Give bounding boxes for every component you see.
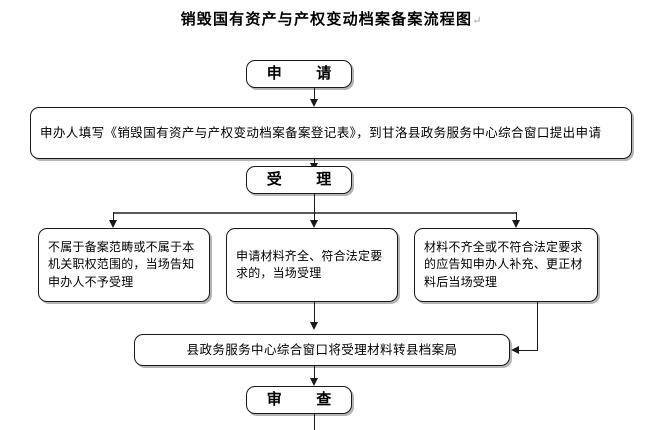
page-title-return-mark: ↵: [472, 14, 482, 27]
connector-right-elbow-arrow: [511, 346, 519, 354]
node-transfer[interactable]: 县政务服务中心综合窗口将受理材料转县档案局: [134, 334, 510, 366]
page-title: 销毁国有资产与产权变动档案备案流程图↵: [0, 8, 662, 29]
node-apply[interactable]: 申 请: [246, 60, 352, 88]
node-review[interactable]: 审 查: [246, 386, 352, 414]
connector-apply-to-detail-arrow: [310, 99, 318, 107]
node-branch-not-in-scope-label: 不属于备案范畴或不属于本机关职权范围的，当场告知申办人不予受理: [48, 239, 195, 289]
node-branch-complete[interactable]: 申请材料齐全、符合法定要求的，当场受理: [226, 228, 398, 302]
node-branch-incomplete[interactable]: 材料不齐全或不符合法定要求的应告知申办人补充、更正材料后当场受理: [414, 228, 598, 302]
connector-transfer-to-review-arrow: [310, 378, 318, 386]
connector-bus-left-arrow: [109, 220, 117, 228]
connector-accept-stem: [314, 194, 315, 212]
connector-apply-to-detail-line: [314, 88, 315, 102]
node-branch-incomplete-label: 材料不齐全或不符合法定要求的应告知申办人补充、更正材料后当场受理: [424, 239, 583, 289]
node-apply-detail-label: 申办人填写《销毁国有资产与产权变动档案备案登记表》，到甘洛县政务服务中心综合窗口…: [40, 124, 602, 140]
connector-middle-to-transfer-arrow: [310, 322, 318, 330]
connector-review-onward: [314, 414, 315, 430]
connector-bus-middle-drop: [314, 212, 315, 224]
connector-right-elbow-horizontal: [518, 350, 538, 351]
connector-bus-left-drop: [113, 212, 114, 224]
connector-bus-middle-arrow: [310, 220, 318, 228]
connector-bus-right-arrow: [512, 220, 520, 228]
connector-transfer-to-review-line: [314, 366, 315, 384]
node-branch-not-in-scope[interactable]: 不属于备案范畴或不属于本机关职权范围的，当场告知申办人不予受理: [38, 228, 210, 302]
page-title-text: 销毁国有资产与产权变动档案备案流程图: [180, 10, 473, 28]
node-apply-label: 申 请: [266, 64, 340, 83]
connector-right-elbow-vertical: [537, 302, 538, 350]
connector-bus-right-drop: [516, 212, 517, 224]
node-accept-label: 受 理: [266, 170, 340, 189]
connector-middle-to-transfer-line: [314, 302, 315, 328]
node-branch-complete-label: 申请材料齐全、符合法定要求的，当场受理: [236, 248, 383, 280]
node-transfer-label: 县政务服务中心综合窗口将受理材料转县档案局: [186, 341, 458, 357]
node-apply-detail[interactable]: 申办人填写《销毁国有资产与产权变动档案备案登记表》，到甘洛县政务服务中心综合窗口…: [30, 107, 632, 159]
node-accept[interactable]: 受 理: [246, 166, 352, 194]
node-review-label: 审 查: [266, 390, 340, 409]
